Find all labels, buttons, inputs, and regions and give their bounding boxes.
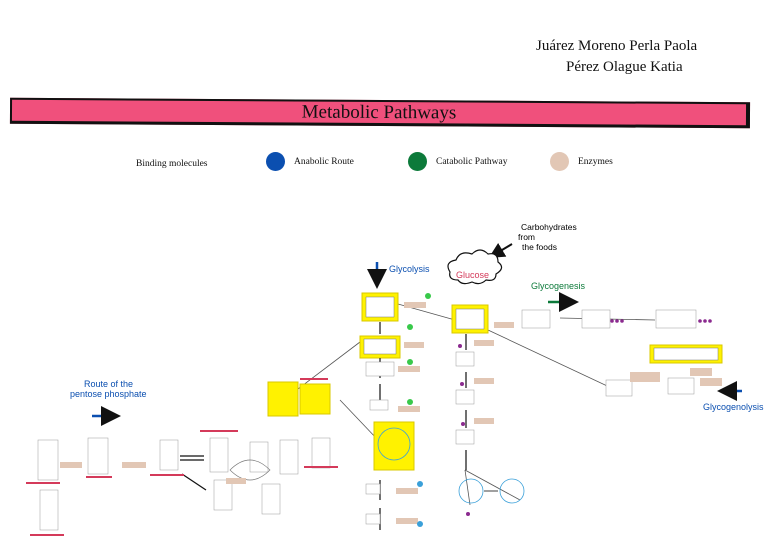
legend-item-enzymes: Enzymes [550,152,613,171]
author-2: Pérez Olague Katia [566,59,683,75]
legend-label-anabolic: Anabolic Route [294,156,354,167]
legend: Binding molecules Anabolic Route Catabol… [0,152,768,176]
anabolic-color-dot [266,152,285,171]
glucose-label: Glucose [456,270,489,280]
carbohydrates-arrow-icon [488,242,513,259]
carbohydrates-line-1: Carbohydrates [521,222,577,232]
glycogenolysis-label: Glycogenolysis [703,402,764,412]
catabolic-color-dot [408,152,427,171]
glycolysis-enzymes [396,302,426,524]
pentose-label-line-2: pentose phosphate [70,389,147,399]
pathway-connectors [289,303,656,506]
pentose-label-line-1: Route of the [84,379,133,389]
glycogenesis-column [451,304,525,516]
author-1: Juárez Moreno Perla Paola [536,38,698,54]
legend-item-anabolic: Anabolic Route [266,152,354,171]
legend-label-enzymes: Enzymes [578,156,613,167]
legend-binding-molecules: Binding molecules [136,159,208,169]
enzyme-color-dot [550,152,569,171]
carbohydrates-line-2: from [518,232,535,242]
legend-label-catabolic: Catabolic Pathway [436,156,508,167]
authors: Juárez Moreno Perla Paola Pérez Olague K… [520,36,740,78]
glycolysis-label: Glycolysis [389,264,430,274]
carbohydrates-line-3: the foods [522,242,557,252]
glycogen-pathway [521,309,723,397]
pentose-phosphate-pathway [26,378,338,536]
glycolysis-column [359,292,431,530]
legend-item-catabolic: Catabolic Pathway [408,152,508,171]
pentose-highlight-2 [299,383,331,415]
pentose-highlight-1 [267,381,299,417]
glycogenesis-label: Glycogenesis [531,281,586,291]
cleavage-molecule-box [373,421,415,471]
glucose-cloud-icon: Glucose [447,249,503,285]
